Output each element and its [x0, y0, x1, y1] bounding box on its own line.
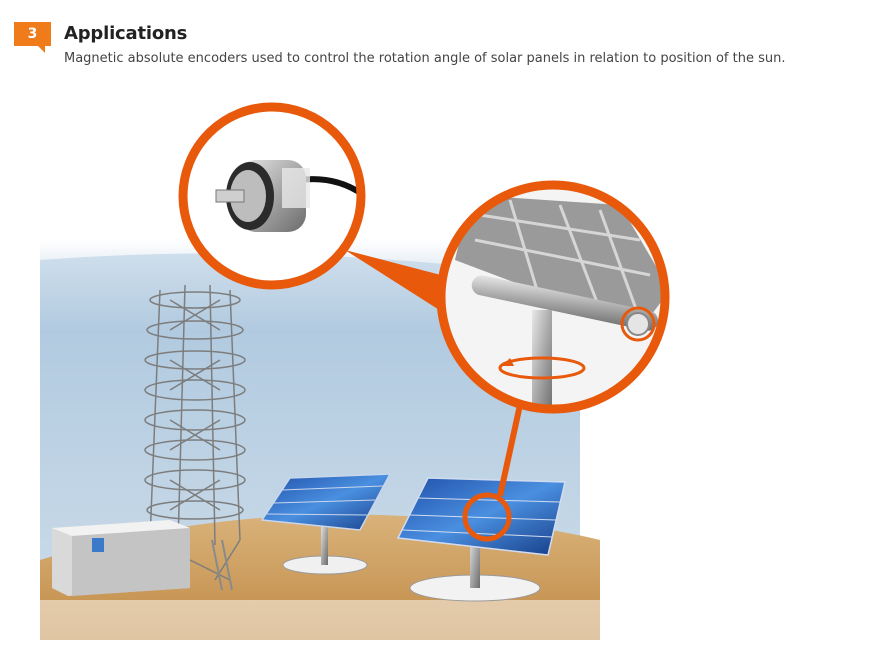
section-header: 3 Applications Magnetic absolute encoder… — [0, 0, 870, 80]
section-description: Magnetic absolute encoders used to contr… — [64, 51, 786, 66]
magnifier-callout-icon — [436, 180, 670, 414]
section-title: Applications — [64, 23, 188, 44]
badge-tail — [38, 46, 45, 53]
magnifier-callout-icon — [178, 102, 366, 290]
encoder-icon — [215, 160, 361, 232]
solar-panel-icon — [396, 477, 566, 602]
rotation-arrow-icon — [498, 356, 586, 380]
section-number: 3 — [27, 26, 38, 42]
section-number-badge: 3 — [14, 22, 51, 46]
solar-panel-icon — [260, 473, 392, 575]
building-icon — [52, 520, 233, 596]
callout-connector — [345, 250, 460, 320]
solar-tracker-illustration — [40, 102, 670, 640]
tower-icon — [144, 284, 246, 581]
callout-connector — [497, 404, 523, 497]
